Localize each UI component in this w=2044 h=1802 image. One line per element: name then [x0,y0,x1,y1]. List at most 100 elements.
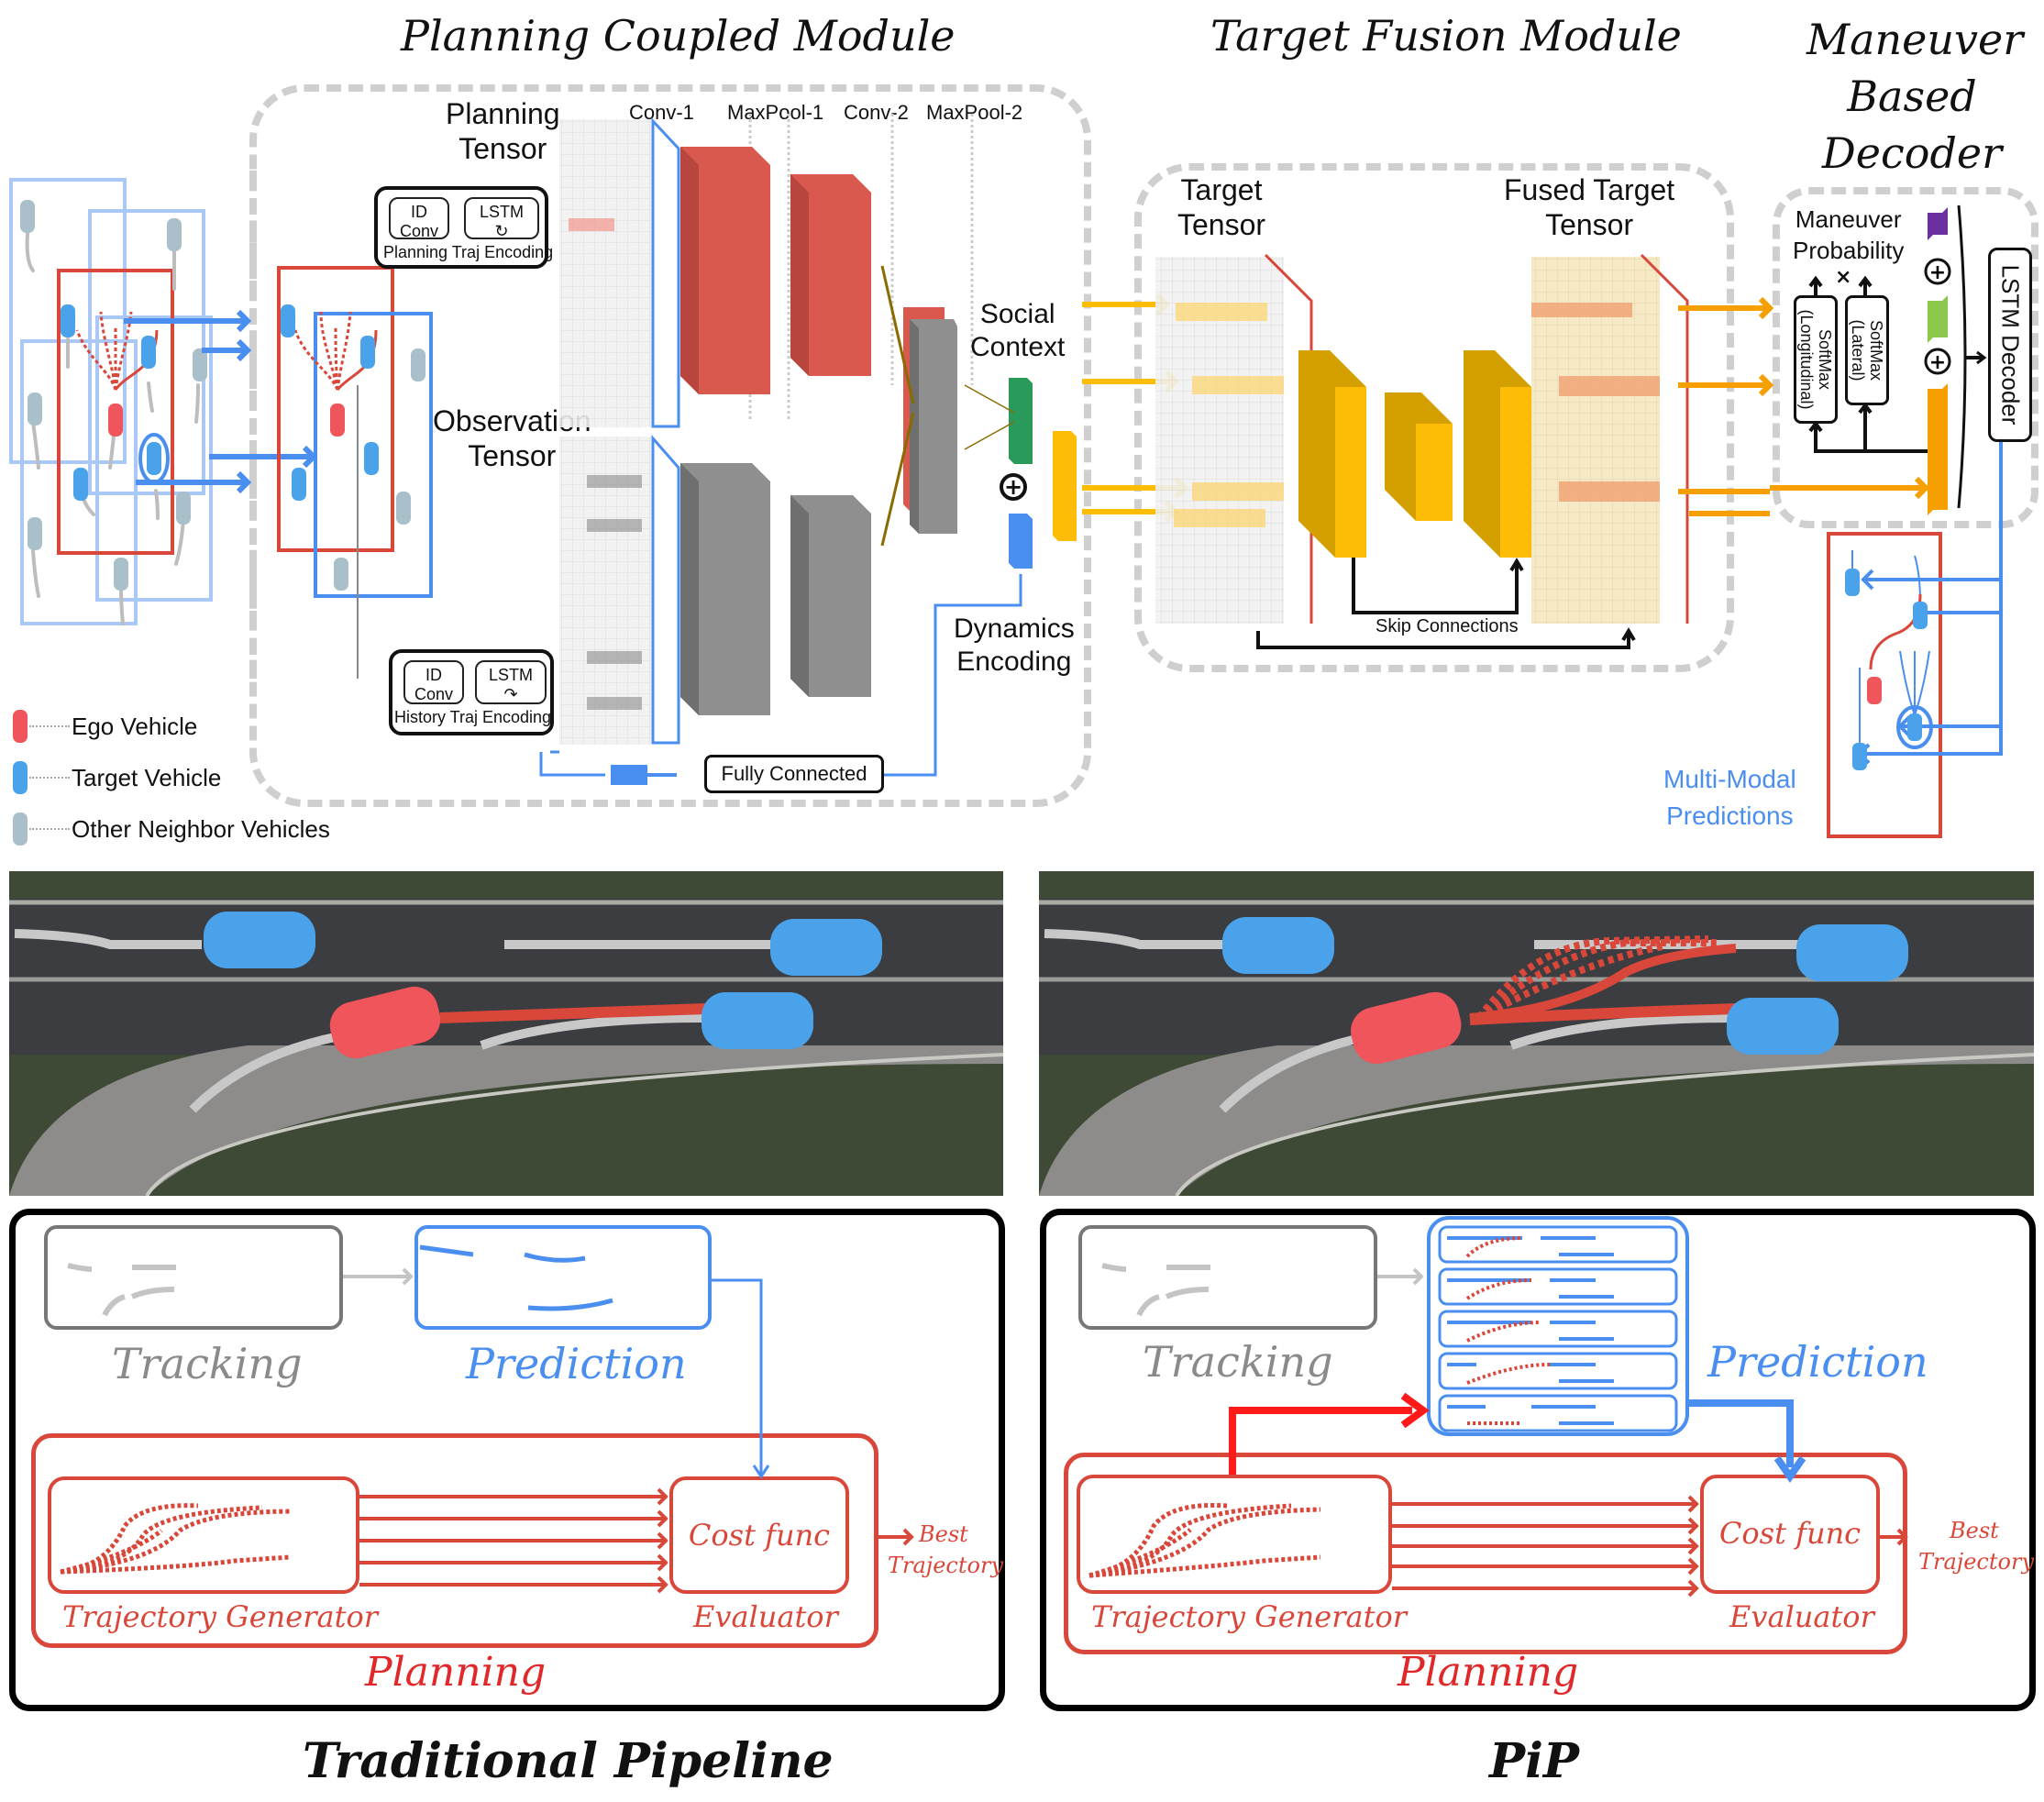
traditional-pipeline-caption: Traditional Pipeline [303,1733,834,1789]
prediction-label: Prediction [466,1339,687,1388]
best-line2: Trajectory [1918,1549,2034,1575]
legend-label: Other Neighbor Vehicles [72,814,330,843]
traditional-pipeline-panel [9,1209,1005,1711]
maneuver-probability-line1: Maneuver [1795,205,1902,233]
id-conv-line2: Conv [414,684,454,703]
planning-box [31,1433,878,1648]
id-conv-block: ID Conv [403,660,464,704]
target-car-1 [204,912,315,968]
pip-prediction-box [1427,1216,1689,1436]
id-conv-line1: ID [411,203,427,221]
loop-arrow-icon: ↻ [494,221,509,240]
evaluator-label: Evaluator [693,1599,838,1634]
best-line1: Best [919,1521,968,1547]
layer-label-maxpool2: MaxPool-2 [926,101,1023,124]
legend-item-ego: Ego Vehicle [13,701,330,752]
conditional-predictions [1438,1225,1678,1432]
pip-arrows [1229,1267,1908,1597]
planning-tensor-label: Planning Tensor [446,96,560,167]
lstm-block: LSTM ↷ [475,660,547,704]
ego-car [1351,991,1462,1065]
target-vehicle-icon [13,761,28,794]
dynamics-encoding-line2: Encoding [956,647,1072,677]
target-box-right [314,312,433,598]
prediction-box [1827,532,1942,838]
ego-car [329,986,441,1059]
planning-encoder-caption: Planning Traj Encoding [383,243,554,261]
planning-tensor-line1: Planning [446,97,560,130]
best-line1: Best [1950,1518,1999,1543]
planning-to-prediction-arrow [1229,1407,1412,1475]
fully-connected-label: Fully Connected [721,762,867,785]
best-line2: Trajectory [888,1553,1003,1578]
target-car-1 [1222,917,1334,974]
fusion-to-decoder-arrows [1678,296,1774,494]
tracking-label: Tracking [112,1339,303,1388]
layer-label-conv2: Conv-2 [844,101,909,124]
fused-target-tensor [1531,257,1660,624]
observation-tensor-label: Observation Tensor [433,404,591,474]
conv1-block-observation [680,463,770,715]
legend-label: Ego Vehicle [72,712,198,740]
fused-tensor-label: Fused Target Tensor [1504,172,1674,243]
social-context-vector [1009,378,1033,464]
target-fusion-module-title: Target Fusion Module [1210,11,1682,61]
softmax-lateral-box: SoftMax (Lateral) [1845,295,1889,405]
pip-caption: PiP [1489,1733,1579,1789]
neighbor-vehicle-icon [13,813,28,846]
trajectory-generator-label: Trajectory Generator [62,1599,379,1634]
pip-tracking-box [1078,1225,1377,1330]
ego-planned-trajectory [439,1003,707,1023]
legend: Ego Vehicle Target Vehicle Other Neighbo… [13,701,330,855]
concat-icon: + [1000,473,1027,501]
id-conv-line1: ID [425,666,442,684]
tracking-box [44,1225,343,1330]
maneuver-vector-purple [1928,207,1948,240]
social-context-line2: Context [970,332,1066,362]
social-context-label: Social Context [970,298,1065,364]
legend-item-neighbor: Other Neighbor Vehicles [13,803,330,855]
conv2-block [910,319,957,534]
maxpool1-block-observation [790,495,871,697]
fused-tensor-line2: Tensor [1545,208,1634,242]
history-traj-encoder: ID Conv LSTM ↷ History Traj Encoding [389,649,554,735]
pip-tracking-label: Tracking [1143,1337,1333,1387]
multimodal-predictions-label: Multi-Modal Predictions [1663,761,1796,835]
trajectory-generator-box [48,1476,359,1594]
fully-connected-block: Fully Connected [704,755,884,793]
social-context-line1: Social [979,299,1055,329]
cnn-drawing [539,114,1077,785]
target-car-3 [1727,998,1839,1055]
maneuver-probability-label: Maneuver Probability [1793,204,1904,266]
maneuver-probability-line2: Probability [1793,237,1905,264]
target-tensor-label: Target Tensor [1177,172,1265,243]
planning-coupled-module-title: Planning Coupled Module [401,11,956,61]
scene-vehicles [20,200,207,591]
prediction-box [414,1225,712,1330]
conv1-block-planning [680,147,770,394]
pip-planning-box [1064,1453,1907,1654]
decoder-drawing: + + [1770,205,1987,515]
fused-tensor-line1: Fused Target [1504,173,1675,206]
road-image-pip [1039,871,2034,1196]
pip-panel [1040,1209,2036,1711]
target-fusion-module-box [1134,163,1734,672]
target-car-2 [1796,924,1908,981]
prediction-scene [1827,442,2003,838]
prediction-tracks [419,1244,613,1311]
target-car-2 [770,919,882,976]
target-tensor-line1: Target [1180,173,1263,206]
plus-icon-1 [1924,258,1951,285]
dynamics-encoding-line1: Dynamics [954,614,1075,644]
maneuver-decoder-title-line1: Maneuver [1806,15,2024,64]
legend-label: Target Vehicle [72,763,222,791]
lstm-decoder-label: LSTM Decoder [1996,264,2025,426]
maneuver-decoder-title-line3: Decoder [1821,128,2003,178]
pip-evaluator-label: Evaluator [1729,1599,1874,1634]
maneuver-decoder-title-line2: Based [1847,72,1977,121]
lstm-label: LSTM [479,203,524,221]
dynamics-encoding-label: Dynamics Encoding [954,613,1075,679]
pip-best-trajectory-label: Best Trajectory [1918,1515,2034,1577]
traditional-arrows [343,1267,914,1594]
history-encoder-caption: History Traj Encoding [394,708,552,726]
